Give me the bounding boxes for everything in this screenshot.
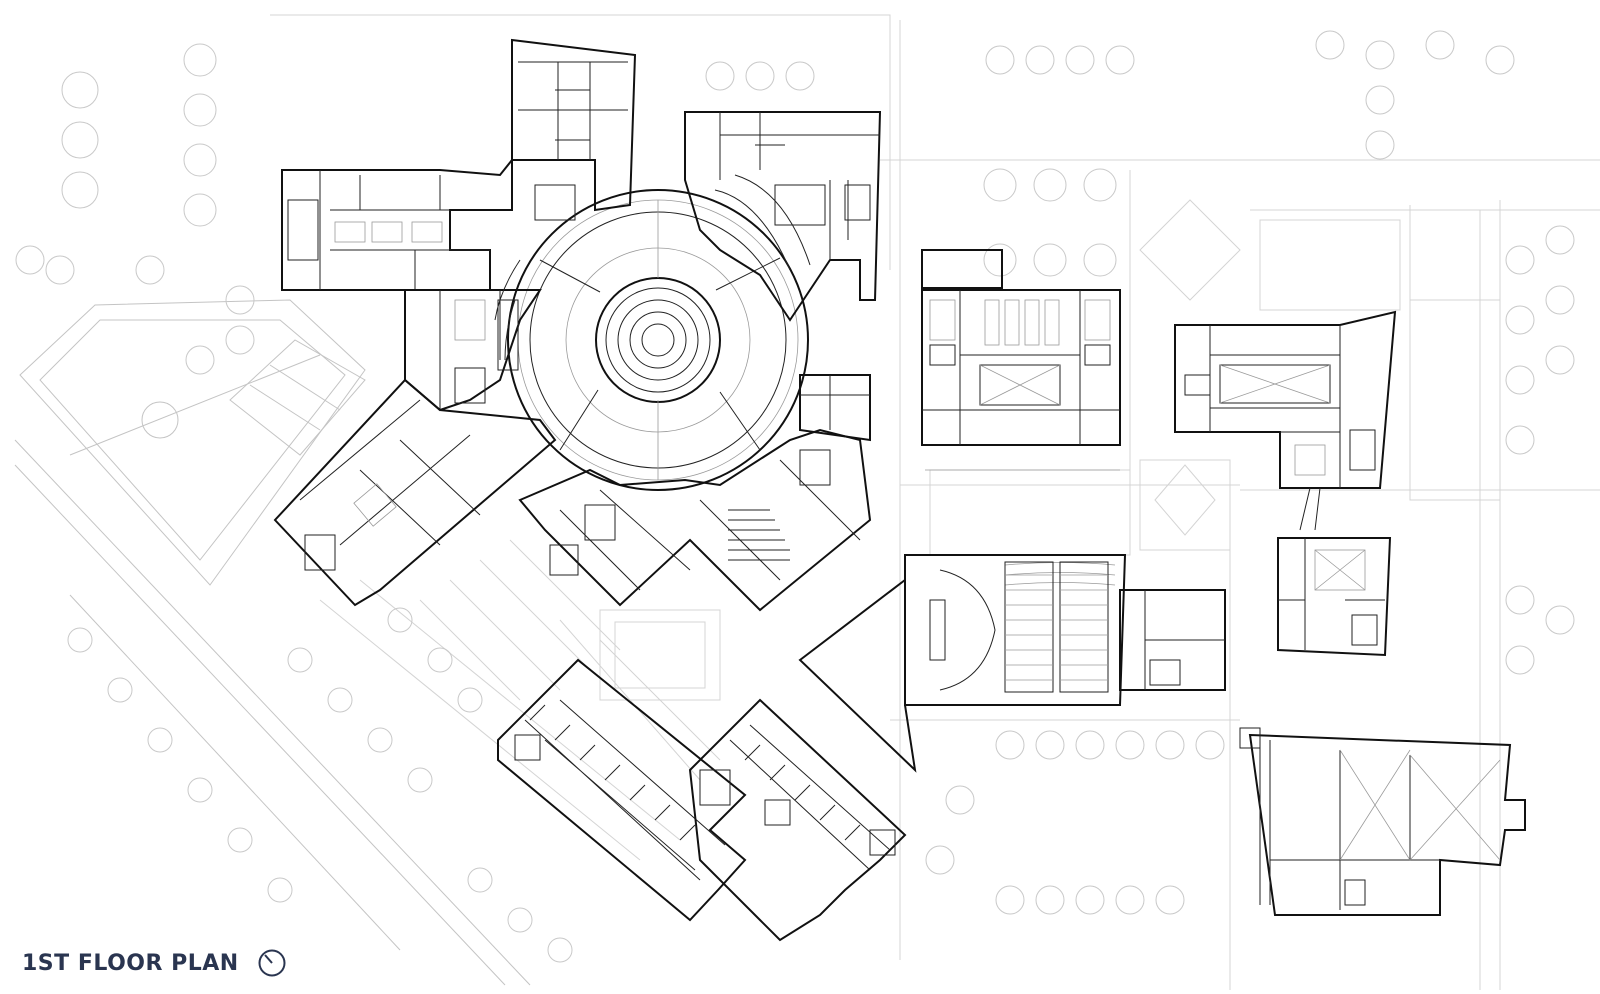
dormitory-wing (497, 658, 907, 942)
auditorium (798, 554, 1226, 773)
north-arrow-icon (258, 949, 286, 977)
title-block: 1ST FLOOR PLAN (22, 948, 287, 978)
plan-title: 1ST FLOOR PLAN (22, 950, 239, 976)
central-rotunda-building (273, 38, 882, 612)
trees (15, 30, 1575, 963)
sports-field (19, 299, 366, 586)
classroom-block-east (1174, 310, 1397, 489)
site-context (14, 14, 1600, 990)
library-block (921, 249, 1121, 471)
annex-block (1277, 487, 1392, 657)
pavilion (1239, 727, 1526, 916)
